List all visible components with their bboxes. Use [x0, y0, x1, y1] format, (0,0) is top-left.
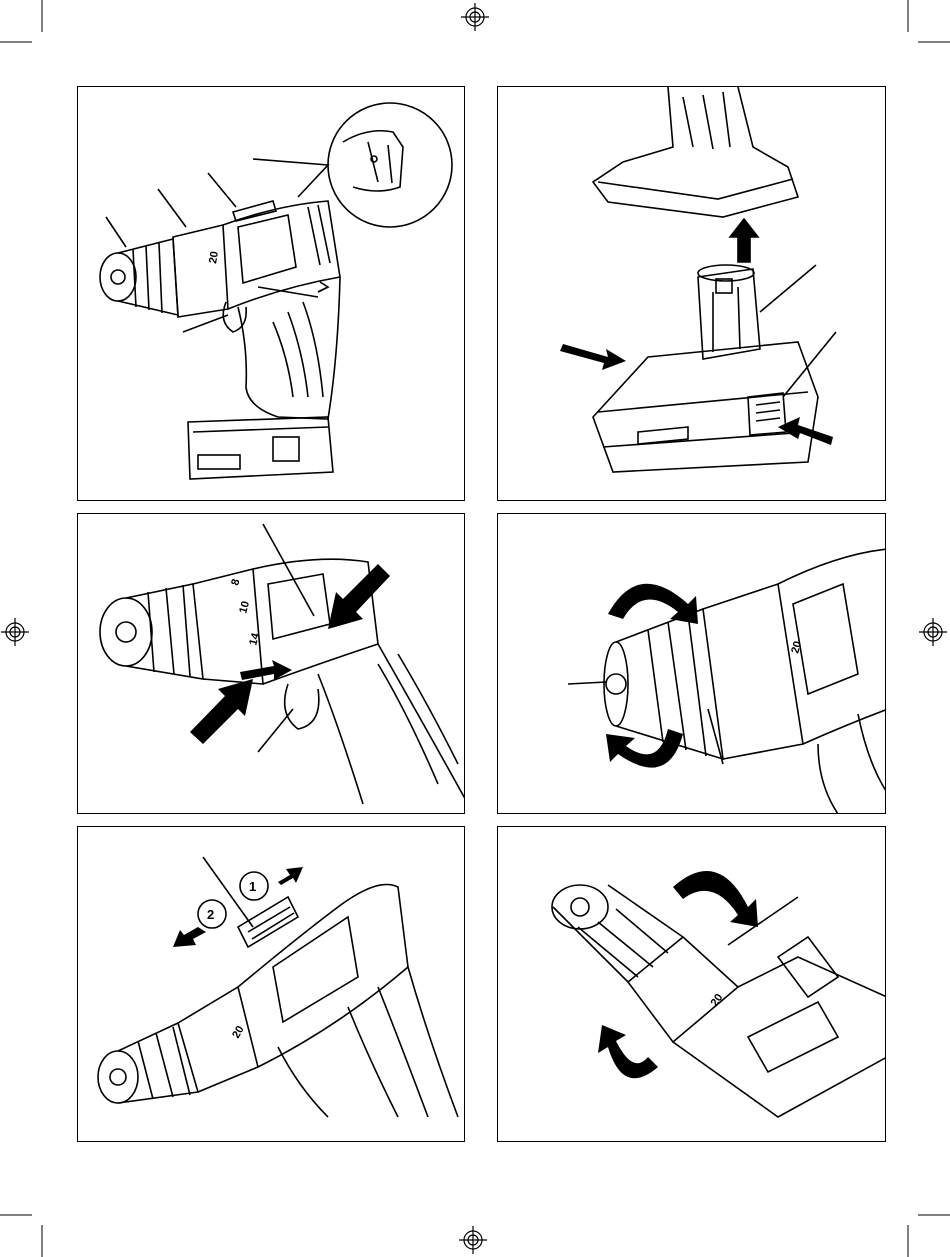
push-arrow-left: [560, 344, 626, 370]
dial-number-8: 8: [229, 578, 242, 587]
press-arrow-bottom: [190, 679, 253, 744]
battery-latch: [273, 437, 299, 461]
torque-collar-illustration: 20: [498, 827, 886, 1142]
chuck-body: [553, 885, 683, 982]
dial-number-10: 10: [237, 600, 252, 615]
torque-collar: [628, 937, 738, 1042]
figure-chuck-rotation: 20: [497, 513, 886, 814]
drill-overview-illustration: 20: [78, 87, 465, 501]
torque-collar: [193, 569, 263, 684]
torque-collar: [173, 225, 228, 317]
battery-cell: [698, 269, 760, 359]
lift-arrow: [730, 219, 758, 262]
chuck-front: [100, 253, 136, 301]
handle: [238, 277, 340, 419]
step-2-label: 2: [207, 907, 214, 922]
push-arrow-right: [778, 417, 833, 445]
torque-collar: [178, 987, 258, 1092]
motor-body: [673, 957, 886, 1117]
speed-switch: [238, 897, 298, 947]
release-button: [748, 393, 786, 435]
chuck-front: [100, 598, 152, 666]
torque-collar: [703, 584, 803, 759]
rotate-arrow-top: [608, 584, 698, 624]
handle: [318, 644, 465, 804]
direction-selector-illustration: 8 10 14: [78, 514, 465, 814]
dial-number: 20: [230, 1024, 247, 1041]
handle: [818, 714, 886, 814]
figure-torque-collar: 20: [497, 826, 886, 1142]
figure-battery-removal: [497, 86, 886, 501]
rotate-arrow-top: [673, 871, 758, 927]
chuck-body: [126, 584, 203, 679]
trigger: [285, 684, 319, 729]
chuck-front: [98, 1051, 138, 1103]
chuck-bit-holder: [111, 270, 125, 284]
figure-direction-selector: 8 10 14: [77, 513, 465, 814]
drill-handle-base: [593, 87, 798, 217]
chuck-body: [118, 1023, 198, 1103]
slide-arrow-forward: [278, 867, 303, 885]
registration-mark-right: [918, 617, 948, 647]
step-1-label: 1: [249, 879, 256, 894]
figure-drill-overview: 20: [77, 86, 465, 501]
speed-selector-illustration: 1 2 20: [78, 827, 465, 1142]
press-arrow-top: [328, 564, 390, 629]
figure-speed-selector: 1 2 20: [77, 826, 465, 1142]
registration-mark-bottom: [458, 1225, 488, 1255]
dial-number: 20: [207, 250, 221, 264]
chuck-front: [604, 642, 628, 726]
battery-removal-illustration: [498, 87, 886, 501]
registration-mark-left: [0, 617, 30, 647]
slide-arrow-back: [173, 927, 206, 947]
rotate-arrow-bottom: [598, 1025, 658, 1078]
dial-number: 20: [709, 992, 726, 1009]
registration-mark-top: [460, 2, 490, 32]
chuck-rotation-illustration: 20: [498, 514, 886, 814]
